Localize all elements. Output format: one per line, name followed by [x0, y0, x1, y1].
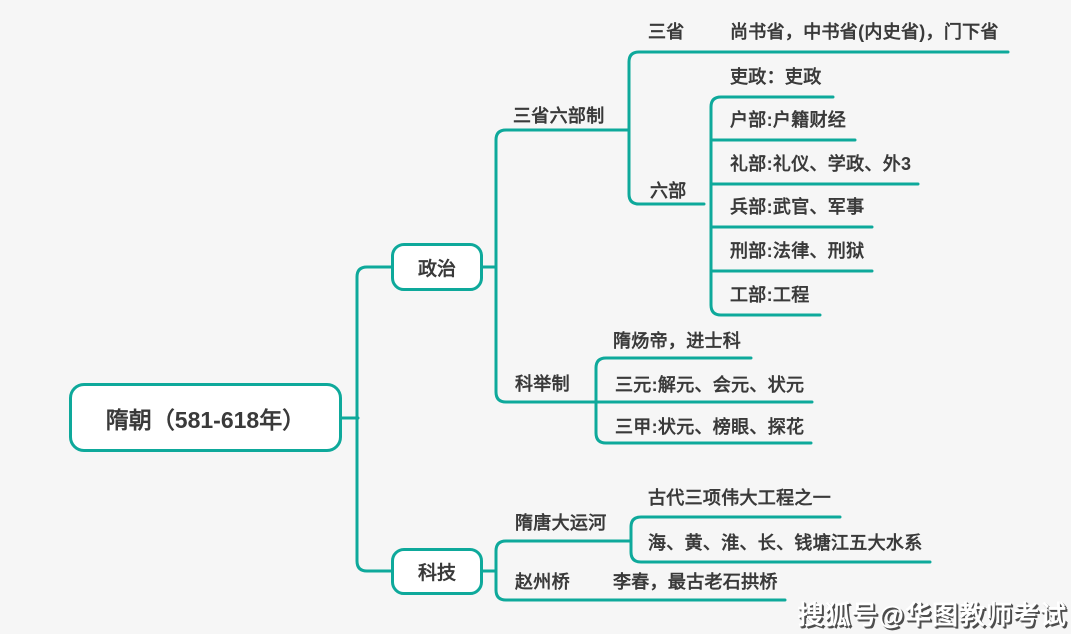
root-node: 隋朝（581-618年）	[69, 383, 342, 452]
node-kejuzhi-label: 科举制	[515, 374, 570, 394]
node-liubu-item-libu: 礼部:礼仪、学政、外3	[730, 154, 912, 174]
node-canal-item-rivers: 海、黄、淮、长、钱塘江五大水系	[648, 533, 923, 553]
node-sansheng-value: 尚书省，中书省(内史省)，门下省	[730, 22, 999, 42]
branch-technology-node: 科技	[391, 548, 483, 595]
connector-politics-children	[494, 128, 814, 404]
connector-root-branches	[355, 265, 395, 573]
connector-canal-children	[629, 515, 932, 564]
node-canal-item-project: 古代三项伟大工程之一	[648, 488, 831, 508]
connector-technology-children	[494, 539, 787, 602]
node-keju-item-sanyuan: 三元:解元、会元、状元	[615, 375, 805, 395]
branch-politics-node: 政治	[391, 243, 483, 291]
node-keju-item-sanjia: 三甲:状元、榜眼、探花	[615, 417, 805, 437]
watermark-sohu: 搜狐号@华图教师考试	[797, 600, 1067, 630]
node-sansheng-label: 三省	[648, 22, 685, 42]
node-liubu-item-bingbu: 兵部:武官、军事	[730, 197, 865, 217]
connector-keju-children	[594, 356, 813, 445]
connector-liubu-children	[709, 95, 835, 317]
connector-sansheng-liubu	[627, 50, 1010, 206]
node-liubu-item-hubu: 户部:户籍财经	[730, 110, 847, 130]
node-sanshengliubuzhi-label: 三省六部制	[513, 106, 605, 126]
node-liubu-item-xingbu: 刑部:法律、刑狱	[730, 241, 865, 261]
node-liubu-label: 六部	[650, 181, 687, 201]
node-zhaozhou-value: 李春，最古老石拱桥	[613, 572, 778, 592]
node-grand-canal-label: 隋唐大运河	[515, 513, 607, 533]
node-keju-item-suiyangdi: 隋炀帝，进士科	[613, 331, 742, 351]
node-liubu-item-gongbu: 工部:工程	[730, 285, 810, 305]
node-liubu-item-lizheng: 吏政：吏政	[730, 67, 822, 87]
node-zhaozhou-label: 赵州桥	[515, 572, 570, 592]
